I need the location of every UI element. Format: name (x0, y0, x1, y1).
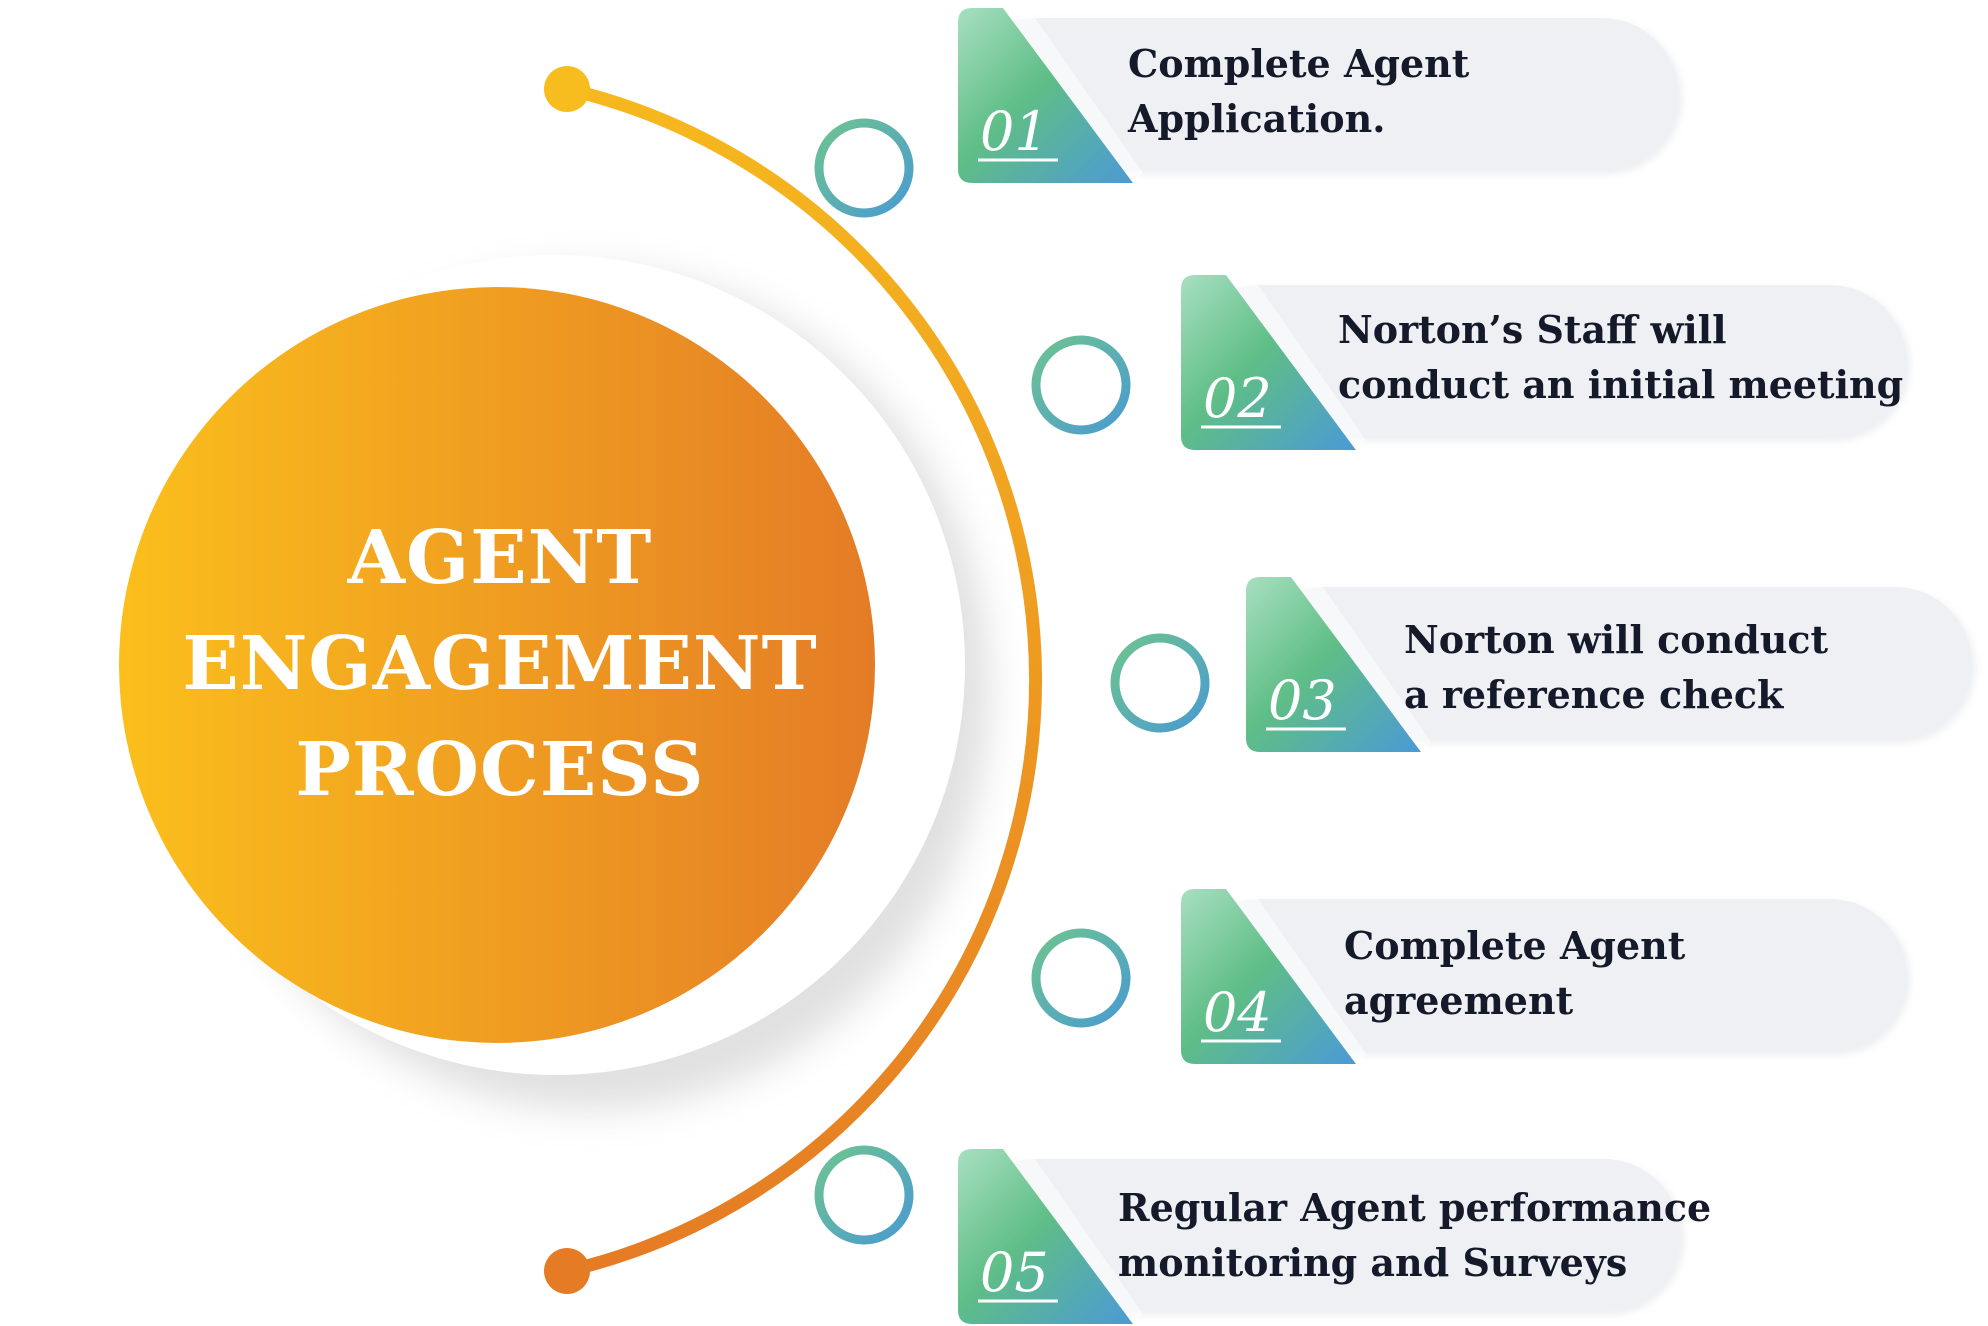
step-1-number: 01 (980, 100, 1049, 163)
step-5-line-1: Regular Agent performance (1118, 1185, 1712, 1230)
step-1-badge (958, 8, 1133, 183)
step-4: 04 (1031, 889, 1910, 1064)
step-4-number: 04 (1203, 981, 1272, 1044)
timeline-arc (560, 82, 1043, 1278)
step-5-card (958, 1159, 1680, 1311)
hub-circle (119, 287, 875, 1043)
arc-end-dot (544, 1248, 590, 1294)
step-2-line-2: conduct an initial meeting (1338, 362, 1904, 407)
step-4-node (1031, 928, 1131, 1028)
hub-title-line-1: AGENT (347, 515, 653, 601)
step-4-line-1: Complete Agent (1344, 923, 1686, 968)
step-3-badge (1246, 577, 1421, 752)
step-2: 02 (1031, 275, 1910, 450)
step-2-node (1031, 335, 1131, 435)
step-2-line-1: Norton’s Staff will (1338, 307, 1727, 352)
step-4-badge (1181, 889, 1356, 1064)
step-3-line-2: a reference check (1404, 672, 1784, 717)
arc-start-dot (544, 66, 590, 112)
step-1-line-1: Complete Agent (1128, 41, 1470, 86)
step-4-line-2: agreement (1344, 978, 1574, 1023)
step-1: 01 (814, 8, 1682, 218)
step-5-badge (958, 1149, 1133, 1324)
step-3-node (1110, 633, 1210, 733)
step-3-number: 03 (1268, 669, 1337, 732)
step-5: 05 (814, 1145, 1684, 1324)
step-5-node (814, 1145, 914, 1245)
step-1-node (814, 118, 914, 218)
step-3: 03 (1110, 577, 1975, 752)
step-4-card (1181, 899, 1906, 1051)
step-3-card (1246, 587, 1971, 739)
step-1-line-2: Application. (1128, 96, 1386, 141)
hub-title-line-3: PROCESS (295, 727, 705, 813)
hub-title-line-2: ENGAGEMENT (182, 621, 818, 707)
step-5-number: 05 (980, 1241, 1049, 1304)
step-2-card (1181, 285, 1906, 437)
step-2-description: Norton’s Staff will conduct an initial m… (1338, 302, 1903, 412)
step-4-description: Complete Agent agreement (1344, 918, 1685, 1028)
step-2-number: 02 (1203, 367, 1272, 430)
step-5-line-2: monitoring and Surveys (1118, 1240, 1628, 1285)
step-5-description: Regular Agent performance monitoring and… (1118, 1180, 1711, 1290)
step-3-line-1: Norton will conduct (1404, 617, 1829, 662)
hub-title: AGENT ENGAGEMENT PROCESS (120, 505, 880, 823)
step-2-badge (1181, 275, 1356, 450)
step-3-description: Norton will conduct a reference check (1404, 612, 1828, 722)
step-1-card (958, 18, 1678, 170)
step-1-description: Complete Agent Application. (1128, 36, 1469, 146)
